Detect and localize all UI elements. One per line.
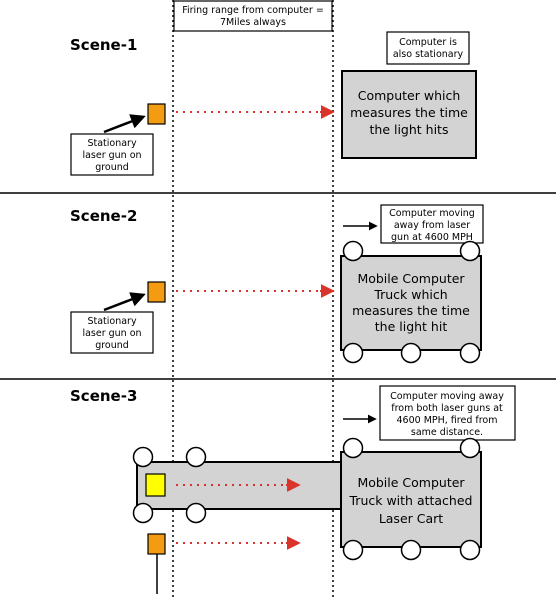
computer-label-line: measures the time	[350, 105, 468, 120]
truck-body	[340, 255, 482, 351]
gun-label-line: Stationary	[87, 316, 137, 327]
callout-line: Computer is	[399, 37, 457, 48]
truck-wheel	[400, 539, 422, 561]
computer-label-line: Laser Cart	[379, 511, 443, 526]
cart-laser-gun	[145, 473, 166, 497]
callout-line: Computer moving	[389, 208, 475, 219]
firing-range-label: Firing range from computer = 7Miles alwa…	[173, 0, 333, 32]
scene-2: Scene-2 Computer moving away from laser …	[70, 204, 484, 364]
callout-box	[379, 385, 516, 441]
firing-range-line-2: 7Miles always	[220, 17, 286, 28]
cart-wheel	[132, 446, 154, 468]
truck-body	[340, 451, 482, 548]
computer-label-line: Mobile Computer	[357, 271, 465, 286]
computer-label-line: the light hits	[370, 122, 449, 137]
firing-range-line-1: Firing range from computer =	[182, 5, 324, 16]
callout-line: gun at 4600 MPH	[391, 232, 473, 243]
stationary-computer	[341, 70, 477, 159]
computer-label-line: Truck with attached	[349, 493, 473, 508]
laser-gun	[147, 103, 166, 125]
scene-title: Scene-2	[70, 207, 137, 225]
callout-line: Computer moving away	[390, 391, 504, 402]
cart-wheel	[132, 502, 154, 524]
gun-label-line: ground	[95, 340, 129, 351]
computer-label-line: the light hit	[375, 319, 448, 334]
scene-1: Scene-1 Computer is also stationary Comp…	[70, 31, 477, 176]
gun-label-line: laser gun on	[82, 328, 141, 339]
scene-title: Scene-3	[70, 387, 137, 405]
gun-label-line: Stationary	[87, 138, 137, 149]
cart-wheel	[185, 446, 207, 468]
truck-wheel	[459, 539, 481, 561]
truck-wheel	[342, 539, 364, 561]
gun-pointer-arrow	[103, 114, 146, 134]
scene-title: Scene-1	[70, 36, 137, 54]
gun-pointer-arrow	[103, 292, 146, 312]
gun-label-box	[70, 311, 154, 354]
scene-3: Scene-3 Computer moving away from both l…	[70, 385, 516, 594]
gun-label-line: laser gun on	[82, 150, 141, 161]
callout-line: same distance.	[411, 427, 483, 438]
truck-wheel	[459, 342, 481, 364]
cart-wheel	[185, 502, 207, 524]
truck-wheel	[459, 437, 481, 459]
callout-box	[380, 204, 484, 244]
computer-label-line: measures the time	[352, 303, 470, 318]
gun-label-box	[70, 133, 154, 176]
truck-wheel	[400, 342, 422, 364]
callout-line: also stationary	[393, 49, 464, 60]
computer-label-line: Truck which	[373, 287, 447, 302]
laser-gun	[147, 281, 166, 303]
laser-gun	[147, 533, 166, 555]
callout-line: from both laser guns at	[391, 403, 503, 414]
computer-label-line: Computer which	[358, 88, 461, 103]
laser-cart	[132, 446, 342, 524]
truck-wheel	[342, 437, 364, 459]
truck-wheel	[459, 240, 481, 262]
gun-label-line: ground	[95, 162, 129, 173]
callout-line: away from laser	[394, 220, 470, 231]
callout-line: 4600 MPH, fired from	[397, 415, 498, 426]
mobile-computer-truck: Mobile Computer Truck with attached Lase…	[340, 437, 482, 561]
callout-box	[386, 31, 470, 65]
truck-wheel	[342, 240, 364, 262]
mobile-computer-truck: Mobile Computer Truck which measures the…	[340, 240, 482, 364]
truck-wheel	[342, 342, 364, 364]
computer-label-line: Mobile Computer	[357, 475, 465, 490]
